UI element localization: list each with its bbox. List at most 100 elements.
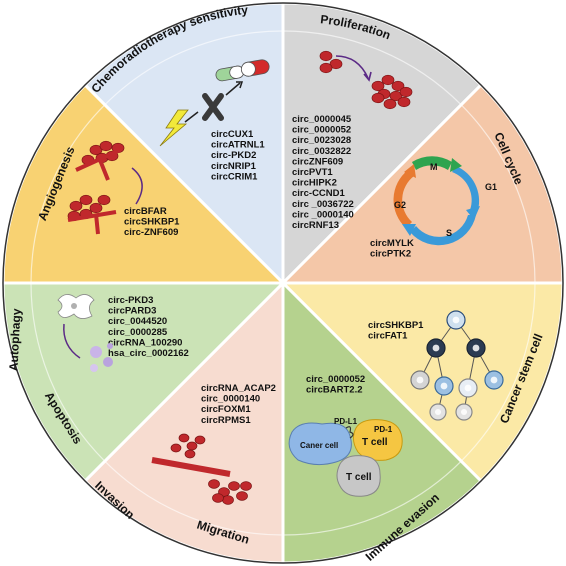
stem-cell-nucleus — [440, 382, 448, 390]
migration-invasion-item: circFOXM1 — [201, 404, 251, 415]
tumor-cell-icon — [178, 433, 190, 443]
tumor-cell-icon — [381, 74, 395, 86]
chemoradiotherapy-list: circCUX1circATRNL1circ-PKD2circNRIP1circ… — [211, 129, 265, 182]
t-cell-yellow-icon — [352, 419, 403, 461]
tumor-cell-icon — [99, 140, 113, 152]
stem-cell-nucleus — [490, 376, 498, 384]
proliferation-item: circ_0023028 — [292, 135, 351, 146]
proliferation-arrow-icon — [335, 55, 369, 79]
tumor-cell-icon — [319, 62, 333, 74]
t-cell-label-1: T cell — [362, 437, 388, 448]
tumor-cell-icon — [69, 200, 83, 212]
angiogenesis-arrow-icon — [131, 167, 143, 205]
chemoradiotherapy-item: circCRIM1 — [211, 171, 258, 182]
cross-icon — [184, 81, 244, 123]
tumor-cell-icon — [240, 481, 252, 491]
apoptosis-autophagy-item: circ_0000285 — [108, 327, 168, 338]
proliferation-item: circ _0000140 — [292, 209, 354, 220]
tumor-cell-icon — [212, 493, 224, 503]
apoptotic-cell-icon — [57, 294, 95, 319]
migration-invasion-item: circRPMS1 — [201, 415, 251, 426]
migration-invasion-item: circRNA_ACAP2 — [201, 383, 276, 394]
migration-invasion-list: circRNA_ACAP2circ_0000140circFOXM1circRP… — [201, 383, 276, 426]
apoptosis-autophagy-item: circPARD3 — [108, 306, 156, 317]
cell-cycle-ring-icon — [393, 156, 480, 246]
stem-cell-nucleus — [434, 408, 442, 416]
proliferation-item: circ_0000052 — [292, 125, 351, 136]
tumor-cell-icon — [383, 98, 397, 110]
tumor-cell-icon — [391, 80, 405, 92]
chemoradiotherapy-item: circCUX1 — [211, 129, 254, 140]
chemoradiotherapy-item: circ-PKD2 — [211, 150, 256, 161]
tumor-cell-icon — [399, 86, 413, 98]
t-cell-label-2: T cell — [346, 472, 372, 483]
pd-l1-label: PD-L1 — [334, 417, 358, 426]
phase-g2-label: G2 — [394, 200, 406, 210]
stem-cell-nucleus — [464, 384, 472, 392]
apoptosis-autophagy-list: circ-PKD3circPARD3circ_0044520circ_00002… — [108, 295, 189, 359]
tumor-cell-icon — [97, 194, 111, 206]
t-cell-gray-icon — [336, 455, 381, 497]
tumor-cell-icon — [89, 202, 103, 214]
stem-cell-nucleus — [472, 344, 480, 352]
tumor-cell-icon — [236, 491, 248, 501]
proliferation-item: circRNF13 — [292, 220, 339, 231]
tumor-cell-icon — [371, 92, 385, 104]
apoptosis-autophagy-item: circ_0044520 — [108, 316, 167, 327]
angiogenesis-item: circSHKBP1 — [124, 217, 180, 228]
proliferation-item: circ_0000045 — [292, 114, 352, 125]
proliferation-item: circ _0036722 — [292, 199, 354, 210]
tumor-cell-icon — [170, 443, 182, 453]
angiogenesis-item: circBFAR — [124, 206, 167, 217]
chemoradiotherapy-item: circATRNL1 — [211, 140, 265, 151]
stem-cell-nucleus — [432, 344, 440, 352]
proliferation-list: circ_0000045circ_0000052circ_0023028circ… — [292, 114, 354, 231]
apoptosis-autophagy-item: hsa_circ_0002162 — [108, 348, 189, 359]
lightning-icon — [159, 109, 189, 147]
migrating-cells-icon — [170, 433, 252, 505]
proliferating-cells-icon — [319, 50, 413, 110]
proliferation-item: circPVT1 — [292, 167, 333, 178]
proliferation-item: circZNF609 — [292, 156, 343, 167]
cell-cycle-item: circMYLK — [370, 238, 414, 249]
tumor-cell-icon — [222, 495, 234, 505]
stem-cell-nucleus — [460, 408, 468, 416]
immune-evasion-item: circBART2.2 — [306, 385, 363, 396]
tumor-cell-icon — [228, 481, 240, 491]
cancer-stem-cell-item: circFAT1 — [368, 331, 408, 342]
autophagy-title: Autophagy — [6, 308, 23, 372]
invasion-membrane-icon — [151, 457, 231, 477]
migration-invasion-item: circ_0000140 — [201, 394, 260, 405]
phase-g1-label: G1 — [485, 182, 497, 192]
apoptosis-autophagy-item: circ-PKD3 — [108, 295, 153, 306]
svg-text:Autophagy: Autophagy — [6, 308, 23, 372]
tumor-cell-icon — [184, 449, 196, 459]
tumor-cell-icon — [208, 479, 220, 489]
stem-cell-nucleus — [452, 316, 460, 324]
phase-m-label: M — [430, 162, 438, 172]
stem-cell-nucleus — [416, 376, 424, 384]
phase-s-label: S — [446, 228, 452, 238]
tumor-cell-icon — [371, 80, 385, 92]
blood-vessel-icon — [67, 148, 121, 235]
tumor-cell-icon — [194, 435, 206, 445]
caner-cell-label: Caner cell — [300, 441, 338, 450]
tumor-cell-icon — [186, 441, 198, 451]
angiogenesis-cells-icon — [67, 140, 125, 222]
autophagy-fragments-icon — [90, 343, 113, 372]
tumor-cell-icon — [79, 194, 93, 206]
caner-cell-icon — [288, 422, 352, 466]
proliferation-item: circHIPK2 — [292, 178, 337, 189]
cell-cycle-item: circPTK2 — [370, 249, 411, 260]
apoptosis-autophagy-item: circRNA_100290 — [108, 337, 182, 348]
proliferation-item: circ-CCND1 — [292, 188, 346, 199]
proliferation-item: circ_0032822 — [292, 146, 351, 157]
pd-1-label: PD-1 — [374, 425, 393, 434]
tumor-cell-icon — [397, 96, 411, 108]
